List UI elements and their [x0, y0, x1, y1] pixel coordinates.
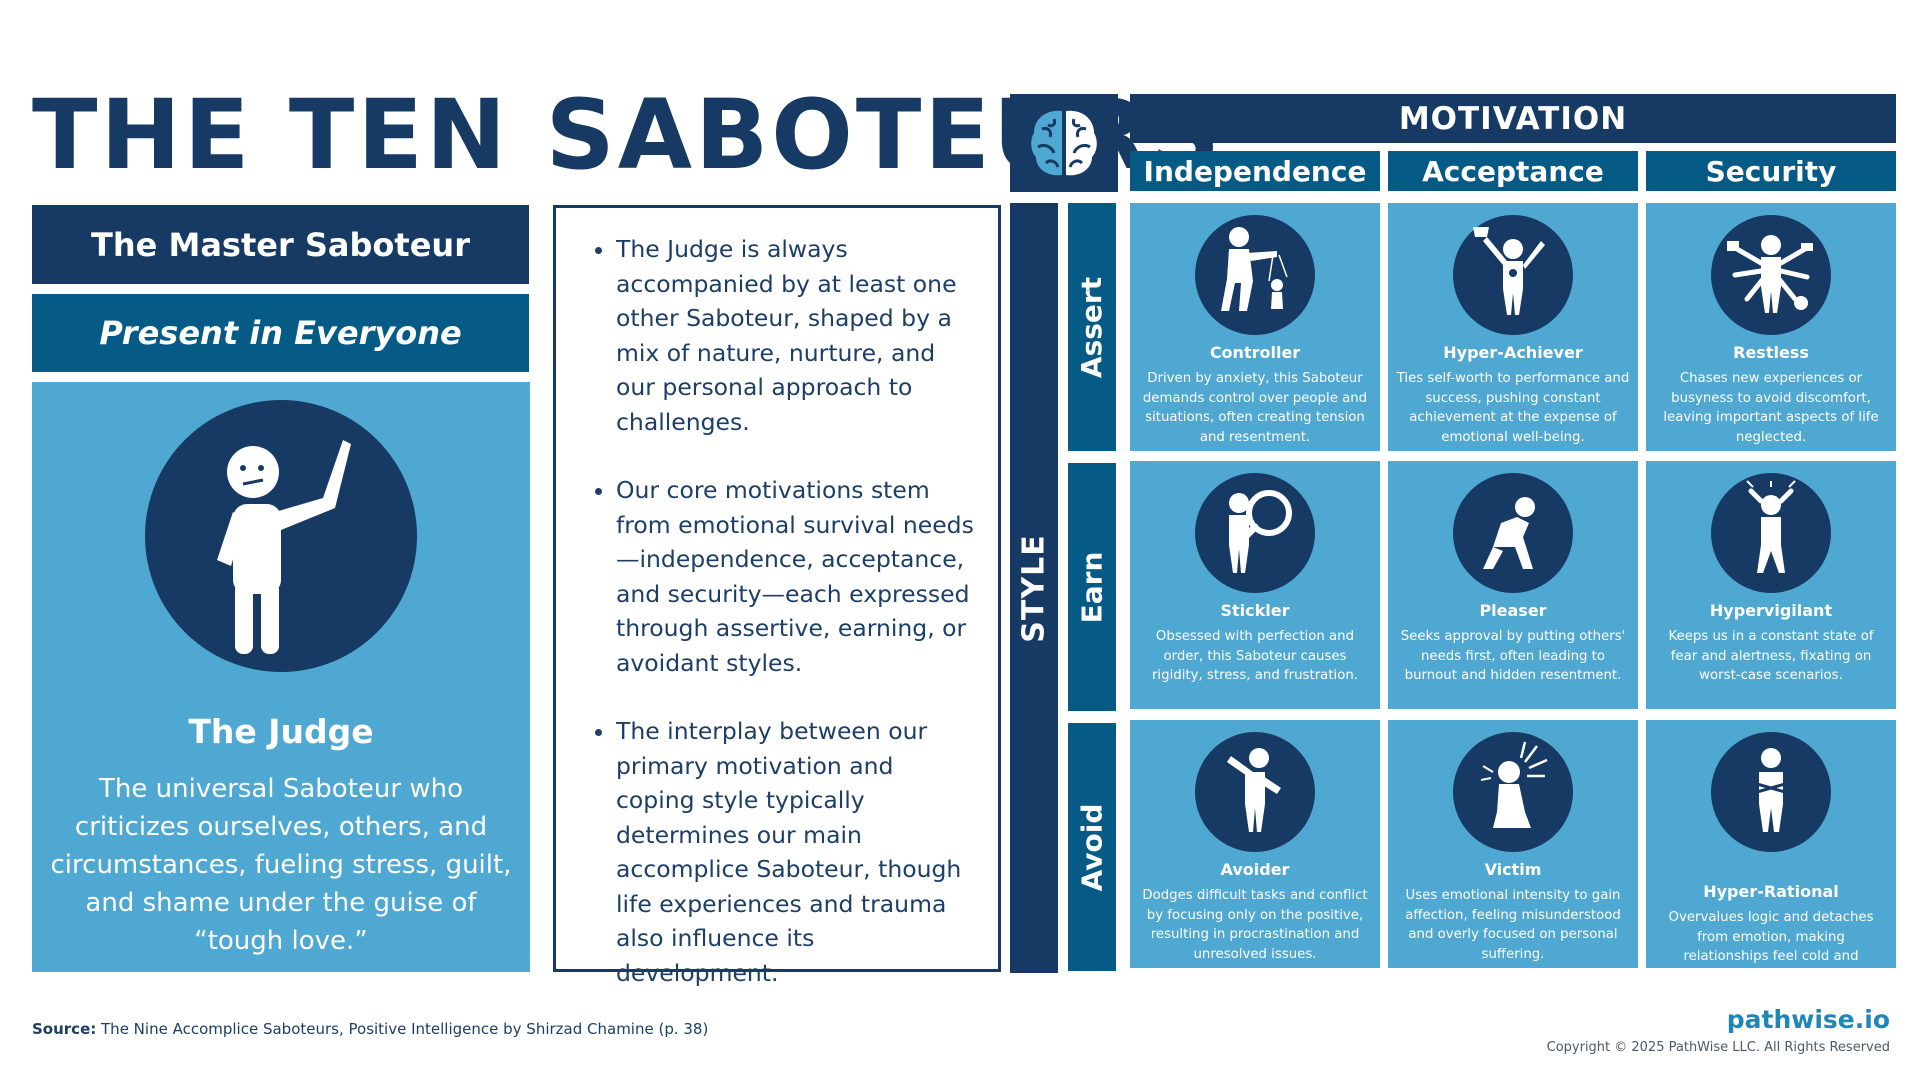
kneeling-figure-icon — [1453, 473, 1573, 593]
saboteur-description: Obsessed with perfection and order, this… — [1151, 629, 1359, 683]
brain-icon — [1031, 110, 1097, 176]
saboteur-name: Stickler — [1220, 601, 1290, 620]
present-in-everyone-banner: Present in Everyone — [32, 294, 529, 372]
page-title: THE TEN SABOTEURS — [32, 79, 1223, 191]
source-label: Source: — [32, 1020, 97, 1038]
saboteur-card-stickler: Stickler Obsessed with perfection and or… — [1130, 461, 1380, 709]
saboteur-card-hyper-achiever: Hyper-Achiever Ties self-worth to perfor… — [1388, 203, 1638, 451]
saboteur-name: Avoider — [1220, 860, 1290, 879]
magnifier-figure-icon — [1195, 473, 1315, 593]
saboteur-name: Hyper-Achiever — [1443, 343, 1583, 362]
explanation-box: The Judge is always accompanied by at le… — [553, 205, 1001, 987]
saboteur-description: Chases new experiences or busyness to av… — [1663, 371, 1879, 445]
saboteur-card-victim: Victim Uses emotional intensity to gain … — [1388, 720, 1638, 968]
puppeteer-icon — [1195, 215, 1315, 335]
arms-crossed-figure-icon — [1711, 732, 1831, 852]
style-label: STYLE — [1016, 533, 1052, 643]
saboteur-card-pleaser: Pleaser Seeks approval by putting others… — [1388, 461, 1638, 709]
bullet-item: The Judge is always accompanied by at le… — [616, 232, 976, 439]
saboteur-name: Hypervigilant — [1709, 601, 1833, 620]
multitasking-figure-icon — [1711, 215, 1831, 335]
saboteur-name: Pleaser — [1479, 601, 1547, 620]
bullet-item: The interplay between our primary motiva… — [616, 714, 976, 990]
motivation-header: MOTIVATION — [1130, 94, 1896, 143]
copyright-notice: Copyright © 2025 PathWise LLC. All Right… — [1546, 1040, 1890, 1055]
saboteur-description: Uses emotional intensity to gain affecti… — [1405, 888, 1621, 962]
row-label-avoid: Avoid — [1068, 723, 1116, 971]
saboteur-description: Keeps us in a constant state of fear and… — [1668, 629, 1874, 683]
saboteur-name: Hyper-Rational — [1703, 882, 1839, 901]
saboteur-description: Seeks approval by putting others' needs … — [1400, 629, 1626, 683]
bullet-item: Our core motivations stem from emotional… — [616, 473, 976, 680]
source-text: The Nine Accomplice Saboteurs, Positive … — [96, 1020, 709, 1038]
crying-figure-icon — [1453, 732, 1573, 852]
saboteur-description: Overvalues logic and detaches from emoti… — [1668, 910, 1874, 984]
turning-away-figure-icon — [1195, 732, 1315, 852]
row-label-earn: Earn — [1068, 463, 1116, 711]
source-citation: Source: The Nine Accomplice Saboteurs, P… — [32, 1020, 708, 1038]
saboteur-description: Ties self-worth to performance and succe… — [1396, 371, 1630, 445]
judge-description: The universal Saboteur who criticizes ou… — [50, 774, 512, 956]
saboteur-card-controller: Controller Driven by anxiety, this Sabot… — [1130, 203, 1380, 451]
pathwise-logo[interactable]: pathwise.io — [1726, 1005, 1890, 1034]
saboteur-name: Victim — [1484, 860, 1542, 879]
saboteur-description: Driven by anxiety, this Saboteur demands… — [1142, 371, 1368, 445]
saboteur-name: Restless — [1733, 343, 1809, 362]
trophy-figure-icon — [1453, 215, 1573, 335]
saboteur-name: Controller — [1209, 343, 1301, 362]
style-axis: STYLE — [1010, 203, 1058, 973]
column-header-security: Security — [1646, 151, 1896, 191]
alarmed-figure-icon — [1711, 473, 1831, 593]
judge-name: The Judge — [188, 712, 374, 751]
saboteur-card-hyper-rational: Hyper-Rational Overvalues logic and deta… — [1646, 720, 1896, 984]
judge-panel: The Judge The universal Saboteur who cri… — [32, 382, 530, 972]
saboteur-card-restless: Restless Chases new experiences or busyn… — [1646, 203, 1896, 451]
master-saboteur-banner: The Master Saboteur — [32, 205, 529, 284]
saboteur-card-avoider: Avoider Dodges difficult tasks and confl… — [1130, 720, 1380, 968]
column-header-acceptance: Acceptance — [1388, 151, 1638, 191]
column-header-independence: Independence — [1130, 151, 1380, 191]
brain-logo — [1010, 94, 1118, 192]
judge-icon — [145, 400, 417, 672]
saboteur-card-hypervigilant: Hypervigilant Keeps us in a constant sta… — [1646, 461, 1896, 709]
saboteur-description: Dodges difficult tasks and conflict by f… — [1142, 888, 1368, 962]
row-label-assert: Assert — [1068, 203, 1116, 451]
